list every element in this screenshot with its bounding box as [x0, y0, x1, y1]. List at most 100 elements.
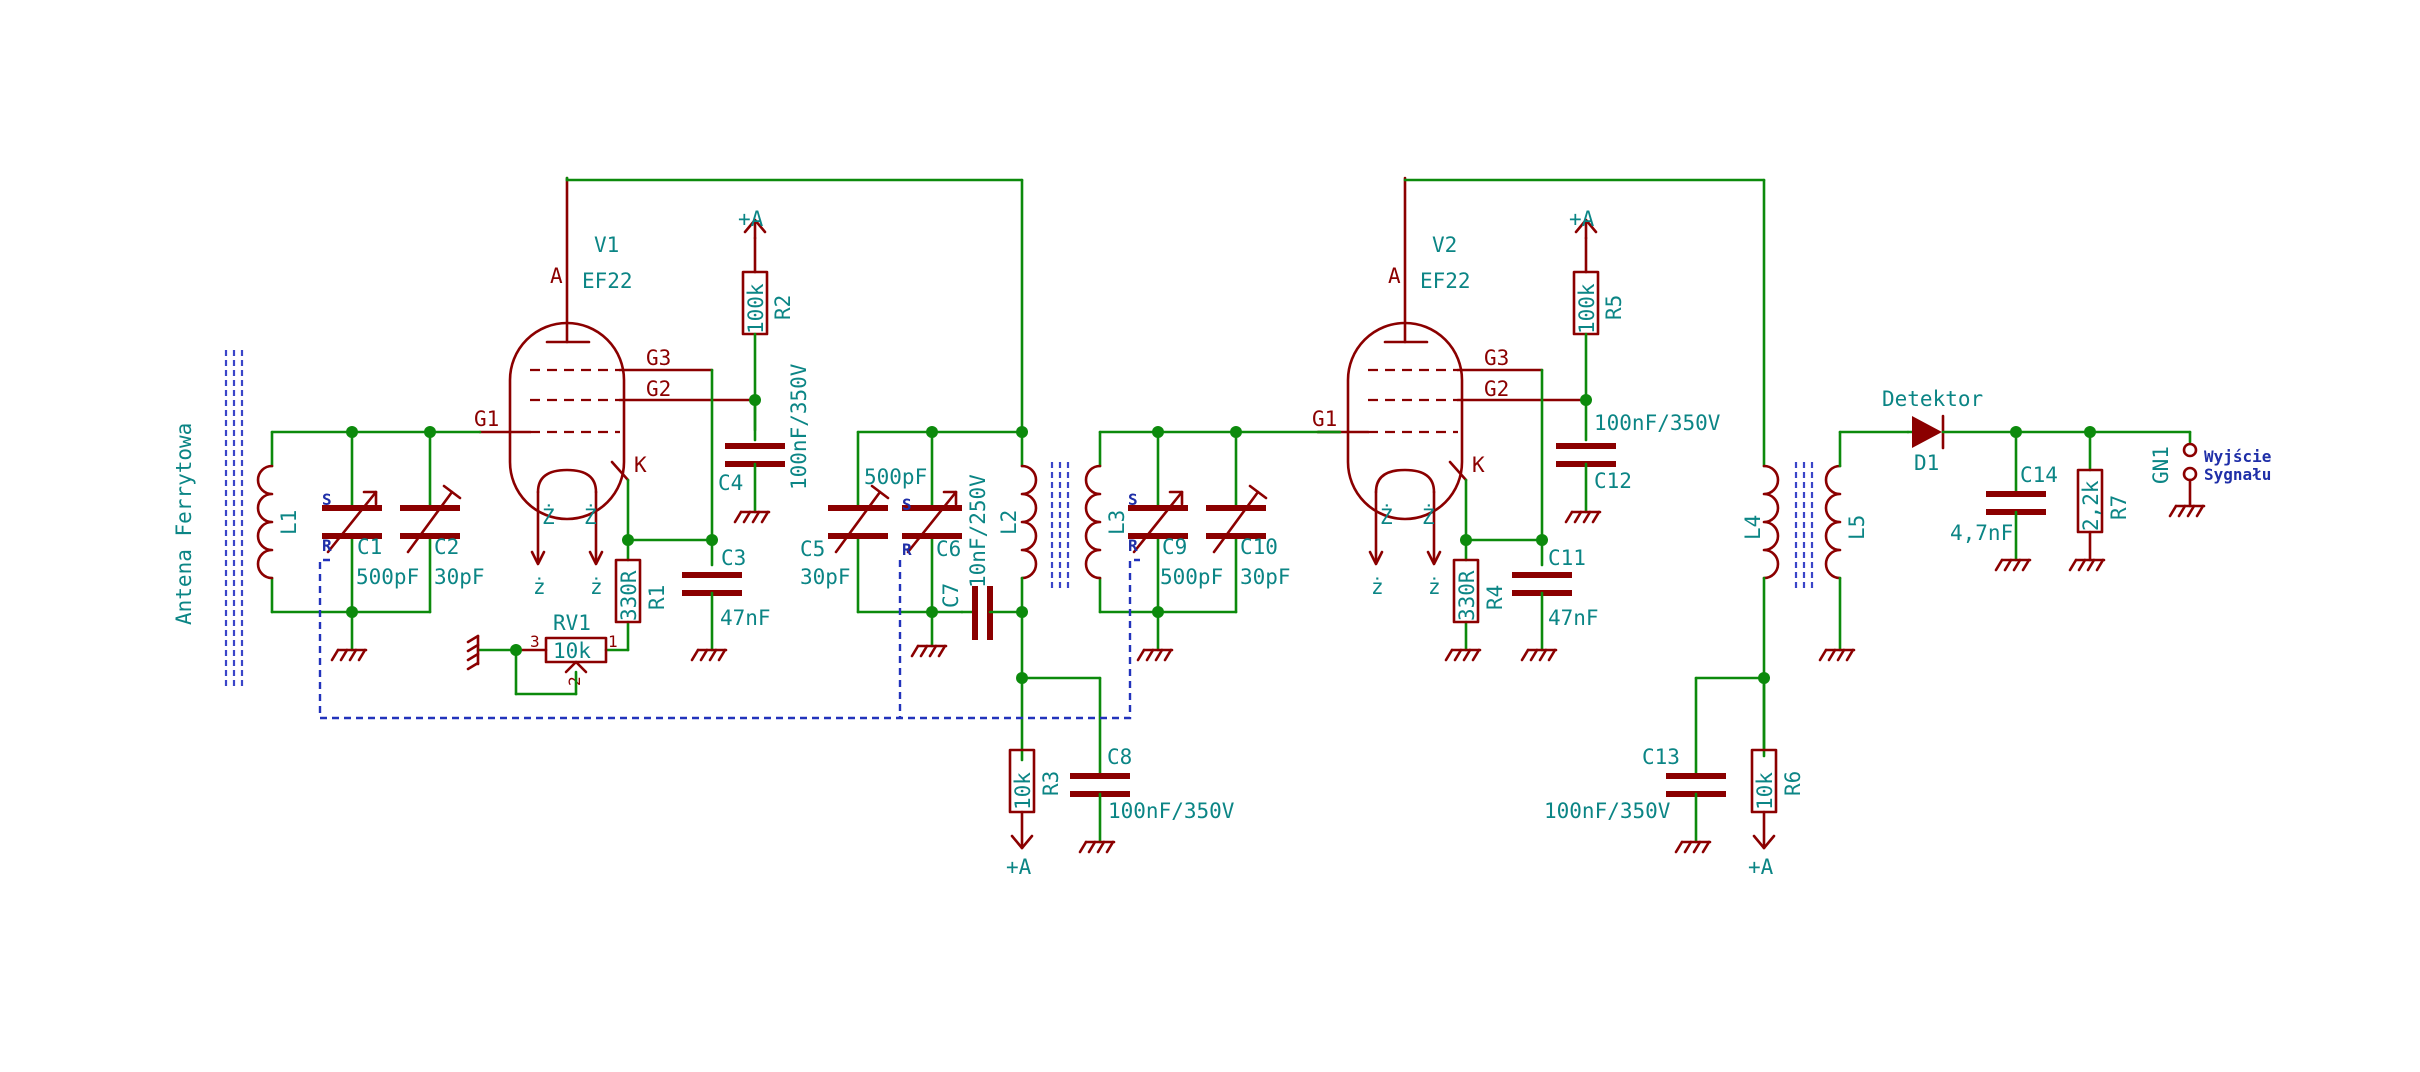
c6-s: S: [902, 495, 912, 514]
l5-ref: L5: [1845, 515, 1869, 540]
l1-ref: L1: [277, 510, 301, 535]
r1-c3-rv1: 330R R1 C3 47nF 10k RV1 1 3 2: [466, 546, 771, 696]
v1-heater1: Ż: [542, 504, 555, 529]
output-pin-2: [2182, 466, 2198, 482]
ground-c13: [1674, 840, 1712, 854]
inductor-l1: [256, 464, 274, 580]
c10-ref: C10: [1240, 535, 1278, 559]
v2-heater-supply-1: ż: [1371, 575, 1384, 599]
r5-supply: +A: [1569, 207, 1595, 231]
c11-ref: C11: [1548, 546, 1586, 570]
r2-supply: +A: [738, 207, 764, 231]
c4-ref: C4: [718, 471, 743, 495]
c12-ref: C12: [1594, 469, 1632, 493]
r5-value: 100k: [1575, 283, 1599, 334]
ground-r7: [2068, 558, 2106, 572]
inductor-l5: [1824, 464, 1842, 580]
c13-value: 100nF/350V: [1544, 799, 1671, 823]
r3-value: 10k: [1011, 772, 1035, 810]
r4-value: 330R: [1455, 570, 1479, 621]
c10-value: 30pF: [1240, 565, 1291, 589]
tube-v2: A G3 G2 G1 K Ż Ż V2 EF22 ż ż: [1312, 176, 1588, 599]
tube-v1: A G3 G2 G1 K Ż Ż V1 EF22 ż ż: [474, 176, 757, 599]
d1-ref: D1: [1914, 451, 1939, 475]
inductor-l2: [1020, 464, 1038, 580]
rv1-ref: RV1: [553, 611, 591, 635]
c1-ref: C1: [357, 535, 382, 559]
v1-pin-g1: G1: [474, 407, 499, 431]
output-pin-1: [2182, 442, 2198, 458]
r2-value: 100k: [744, 283, 768, 334]
c1-r: R: [322, 536, 332, 555]
c14-ref: C14: [2020, 463, 2058, 487]
gn1-ref: GN1: [2149, 446, 2173, 484]
v1-pin-k: K: [634, 453, 647, 477]
rv1-pin2: 2: [565, 676, 584, 686]
c6-r: R: [902, 540, 912, 559]
input-tank: L1 S R C1 500pF C2 30pF: [256, 426, 485, 652]
r2-c4: +A 100k R2 C4 100nF/350V: [718, 207, 811, 514]
r7-ref: R7: [2107, 495, 2131, 520]
r2-ref: R2: [771, 295, 795, 320]
rv1-pin1: 1: [608, 632, 618, 651]
v1-pin-g2: G2: [646, 377, 671, 401]
v2-pin-g3: G3: [1484, 346, 1509, 370]
v2-value: EF22: [1420, 269, 1471, 293]
v2-pin-g2: G2: [1484, 377, 1509, 401]
inductor-l3: [1084, 464, 1102, 580]
r6-supply: +A: [1748, 855, 1774, 879]
c9-ref: C9: [1162, 535, 1187, 559]
v1-value: EF22: [582, 269, 633, 293]
r4-ref: R4: [1483, 585, 1507, 610]
c9-r: R: [1128, 536, 1138, 555]
second-tank: L3 S R C9 500pF C10 30pF: [1084, 426, 1342, 652]
c8-r3: C8 100nF/350V 10k R3 +A: [1006, 672, 1235, 879]
c11-value: 47nF: [1548, 606, 1599, 630]
r6-ref: R6: [1781, 771, 1805, 796]
v1-ref: V1: [594, 233, 619, 257]
v2-pin-k: K: [1472, 453, 1485, 477]
v2-ref: V2: [1432, 233, 1457, 257]
detector-output: Detektor D1 C14 4,7nF 2,2k R7 GN1 Wyjści…: [1882, 387, 2271, 562]
v1-wiring: [428, 176, 1024, 652]
v2-wiring: [1316, 178, 1766, 652]
r4-c11: 330R R4 C11 47nF: [1452, 546, 1599, 652]
gn1-label-1: Wyjście: [2204, 447, 2271, 466]
antenna-label: Antena Ferrytowa: [172, 423, 196, 625]
c13-ref: C13: [1642, 745, 1680, 769]
r3-supply: +A: [1006, 855, 1032, 879]
ground-c1: [330, 648, 368, 662]
l3-ref: L3: [1105, 510, 1129, 535]
gn1-label-2: Sygnału: [2204, 465, 2271, 484]
diode-d1: [1912, 416, 1942, 448]
ground-c14: [1994, 558, 2032, 572]
ground-r4: [1444, 648, 1482, 662]
inductor-l4: [1762, 464, 1780, 580]
ground-c4: [733, 510, 771, 524]
c2-ref: C2: [434, 535, 459, 559]
ground-c11: [1520, 648, 1558, 662]
ground-l5: [1818, 648, 1856, 662]
c1-s: S: [322, 490, 332, 509]
ground-c6: [910, 644, 948, 658]
rv1-value: 10k: [553, 639, 591, 663]
r7-value: 2,2k: [2079, 480, 2103, 531]
v2-heater1: Ż: [1380, 504, 1393, 529]
c8-ref: C8: [1107, 745, 1132, 769]
v2-pin-a: A: [1388, 264, 1401, 288]
c14-value: 4,7nF: [1950, 521, 2013, 545]
r6-value: 10k: [1753, 772, 1777, 810]
rv1-pin3: 3: [530, 632, 540, 651]
v2-heater2: Ż: [1422, 504, 1435, 529]
v1-heater2: Ż: [584, 504, 597, 529]
l4-ref: L4: [1741, 515, 1765, 540]
r3-ref: R3: [1039, 771, 1063, 796]
c2-value: 30pF: [434, 565, 485, 589]
c5-ref: C5: [800, 537, 825, 561]
output-transformer: L4 L5: [1741, 430, 1910, 758]
c12-value: 100nF/350V: [1594, 411, 1721, 435]
v2-pin-g1: G1: [1312, 407, 1337, 431]
c3-value: 47nF: [720, 606, 771, 630]
v1-heater-supply-2: ż: [590, 575, 603, 599]
